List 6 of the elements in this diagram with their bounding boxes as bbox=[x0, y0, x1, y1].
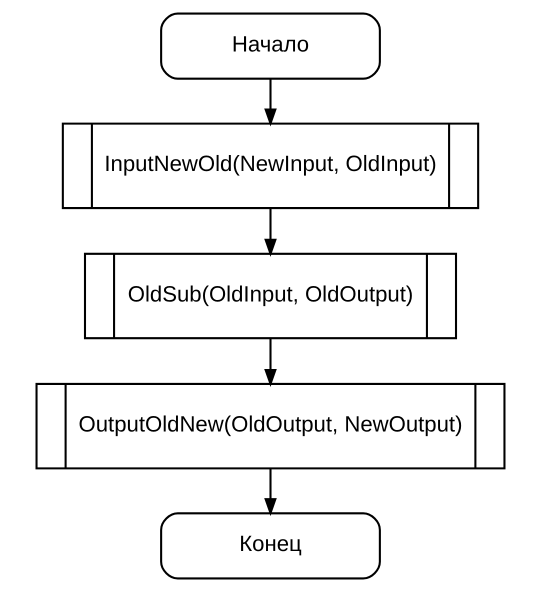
node-box: Начало bbox=[160, 12, 381, 80]
arrow bbox=[264, 468, 277, 516]
arrow bbox=[264, 78, 277, 126]
node-box: Конец bbox=[160, 512, 381, 580]
arrow bbox=[264, 338, 277, 387]
arrow bbox=[264, 208, 277, 257]
